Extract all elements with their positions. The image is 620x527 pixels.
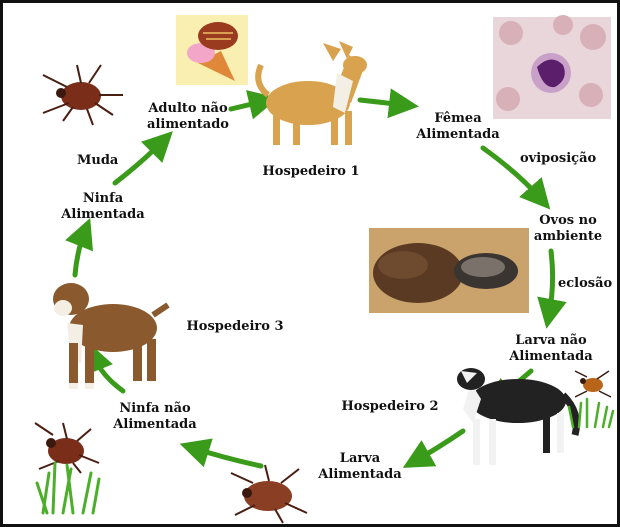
dog-icon	[457, 368, 577, 465]
stage-nymph-unfed: Ninfa não Alimentada	[100, 401, 210, 433]
dog-icon	[258, 41, 367, 145]
transition-oviposition: oviposição	[520, 151, 612, 167]
tick-icon	[575, 371, 611, 397]
stage-nymph-fed: Ninfa Alimentada	[53, 191, 153, 223]
arrow-host1-to-female	[360, 100, 405, 105]
arrow-host2-to-larvafed	[415, 431, 463, 461]
stage-adult-unfed: Adulto não alimentado	[133, 101, 243, 133]
host-1-label: Hospedeiro 1	[251, 164, 371, 180]
arrow-host3-to-nymphfed	[75, 231, 85, 275]
host-3-label: Hospedeiro 3	[175, 319, 295, 335]
ice-cream-icon	[176, 15, 248, 85]
transition-hatching: eclosão	[558, 276, 618, 292]
arrow-nymph-to-host3	[93, 355, 123, 391]
blood-cell-icon	[493, 15, 611, 119]
arrow-larvafed-to-nymph	[193, 448, 261, 466]
stage-eggs: Ovos no ambiente	[523, 213, 613, 245]
stage-female-fed: Fêmea Alimentada	[403, 111, 513, 143]
transition-molt: Muda	[77, 153, 137, 169]
dog-icon	[53, 283, 168, 389]
tick-icon	[231, 465, 307, 523]
grass-icon	[37, 463, 99, 513]
arrow-eggs-to-larva	[549, 251, 553, 315]
stage-larva-unfed: Larva não Alimentada	[496, 333, 606, 365]
diagram-canvas	[3, 3, 617, 524]
egg-mass-icon	[369, 228, 529, 313]
stage-larva-fed: Larva Alimentada	[305, 451, 415, 483]
host-2-label: Hospedeiro 2	[330, 399, 450, 415]
tick-icon	[43, 65, 123, 125]
